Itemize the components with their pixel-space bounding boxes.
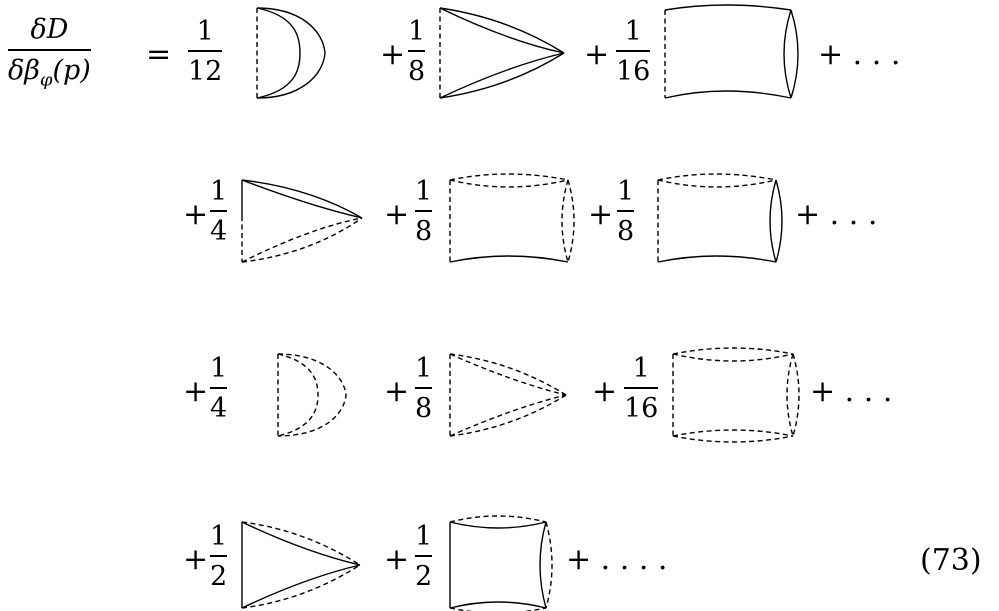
diagram-r2-1	[241, 179, 363, 263]
diagram-r1-2	[439, 7, 565, 99]
plus-r4-1: +	[384, 542, 410, 577]
plus-r1-2: +	[584, 37, 610, 72]
diagram-r4-1	[241, 521, 361, 609]
plus-r3-1: +	[384, 374, 410, 409]
diagram-r3-2	[449, 353, 567, 437]
plus-r2-2: +	[588, 197, 614, 232]
lhs-fraction: δD δβφ(p)	[8, 16, 91, 89]
ellipsis-r1: + . . .	[818, 37, 901, 72]
diagram-r3-1	[277, 353, 347, 437]
lhs-numerator: δD	[30, 14, 69, 45]
ellipsis-r2: + . . .	[795, 197, 878, 232]
plus-r3-2: +	[592, 374, 618, 409]
ellipsis-r4: + . . . .	[566, 542, 668, 577]
diagram-r1-3	[664, 4, 799, 99]
lhs-denominator: δβφ(p)	[8, 55, 91, 91]
plus-r2-0: +	[183, 197, 209, 232]
diagram-r2-3	[657, 173, 783, 263]
lhs-fraction-bar	[8, 49, 91, 51]
ellipsis-r3: + . . .	[810, 374, 893, 409]
plus-r2-1: +	[384, 197, 410, 232]
diagram-r2-2	[449, 173, 575, 263]
diagram-r4-2	[449, 515, 553, 611]
diagram-r3-3	[672, 347, 800, 443]
equation-number: (73)	[920, 543, 982, 578]
diagram-r1-1	[256, 7, 326, 99]
plus-r4-0: +	[183, 542, 209, 577]
plus-r3-0: +	[183, 374, 209, 409]
plus-r1-1: +	[380, 37, 406, 72]
equals-sign: =	[146, 37, 172, 72]
